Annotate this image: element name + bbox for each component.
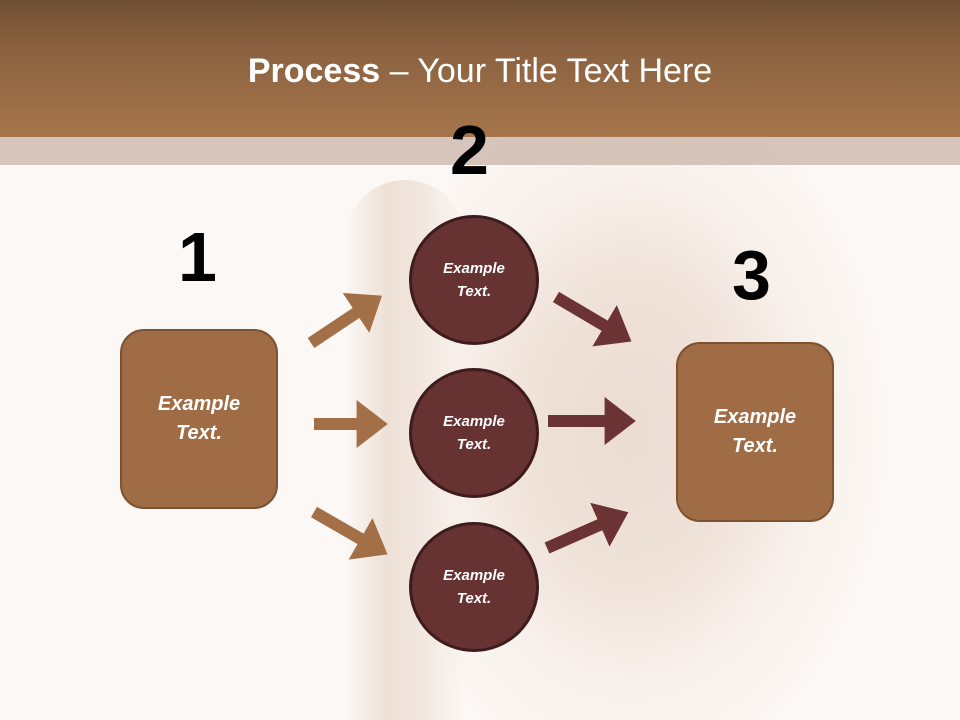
circle-bottom-line1: Example <box>443 567 505 584</box>
step-3-number: 3 <box>732 236 771 314</box>
circle-middle-line1: Example <box>443 413 505 430</box>
arrow-right-icon <box>307 293 382 348</box>
circle-top-line1: Example <box>443 260 505 277</box>
circle-bottom-line2: Text. <box>456 590 492 607</box>
step-1-label-line1: Example <box>157 393 241 415</box>
step-1-number: 1 <box>178 218 217 296</box>
step-3-label-line2: Text. <box>732 435 778 457</box>
title-bar <box>0 0 960 137</box>
circle-middle-line2: Text. <box>456 436 492 453</box>
arrow-right-icon <box>311 506 388 560</box>
step-2-number: 2 <box>450 111 489 189</box>
title-rest: – Your Title Text Here <box>380 52 713 90</box>
arrow-right-icon <box>544 502 629 554</box>
step-1-label-line2: Text. <box>176 422 222 444</box>
slide-title: Process – Your Title Text Here <box>0 52 960 91</box>
title-bold: Process <box>247 52 381 90</box>
circle-top-line2: Text. <box>456 283 492 300</box>
step-3-label-line1: Example <box>713 406 797 428</box>
header-band <box>0 137 960 165</box>
arrow-right-icon <box>552 291 632 347</box>
